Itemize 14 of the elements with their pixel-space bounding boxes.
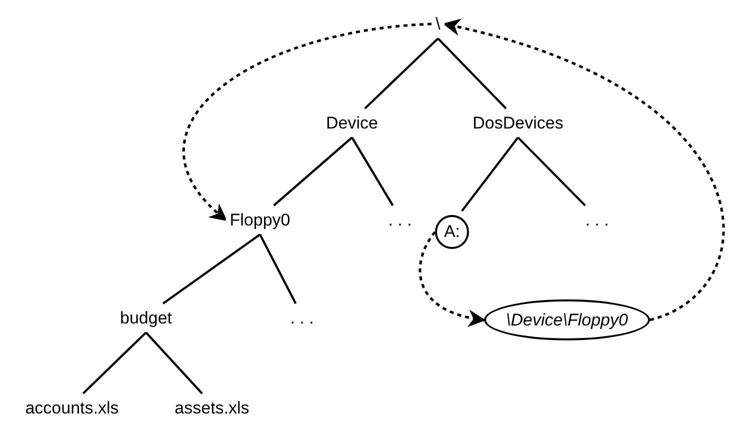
tree-line (162, 234, 261, 304)
tree-line (364, 38, 439, 110)
tree-line (259, 234, 297, 304)
dashed-arrow (182, 22, 432, 222)
tree-line (517, 136, 586, 206)
tree-line (145, 332, 203, 394)
dashed-arrow (418, 231, 486, 326)
tree-line (437, 38, 507, 110)
link-target-ellipse: \Device\Floppy0 (484, 299, 650, 341)
dashed-arrow (442, 19, 724, 322)
tree-line (82, 332, 147, 394)
tree-line (461, 136, 519, 212)
tree-line (273, 136, 353, 206)
tree-line (351, 136, 394, 206)
